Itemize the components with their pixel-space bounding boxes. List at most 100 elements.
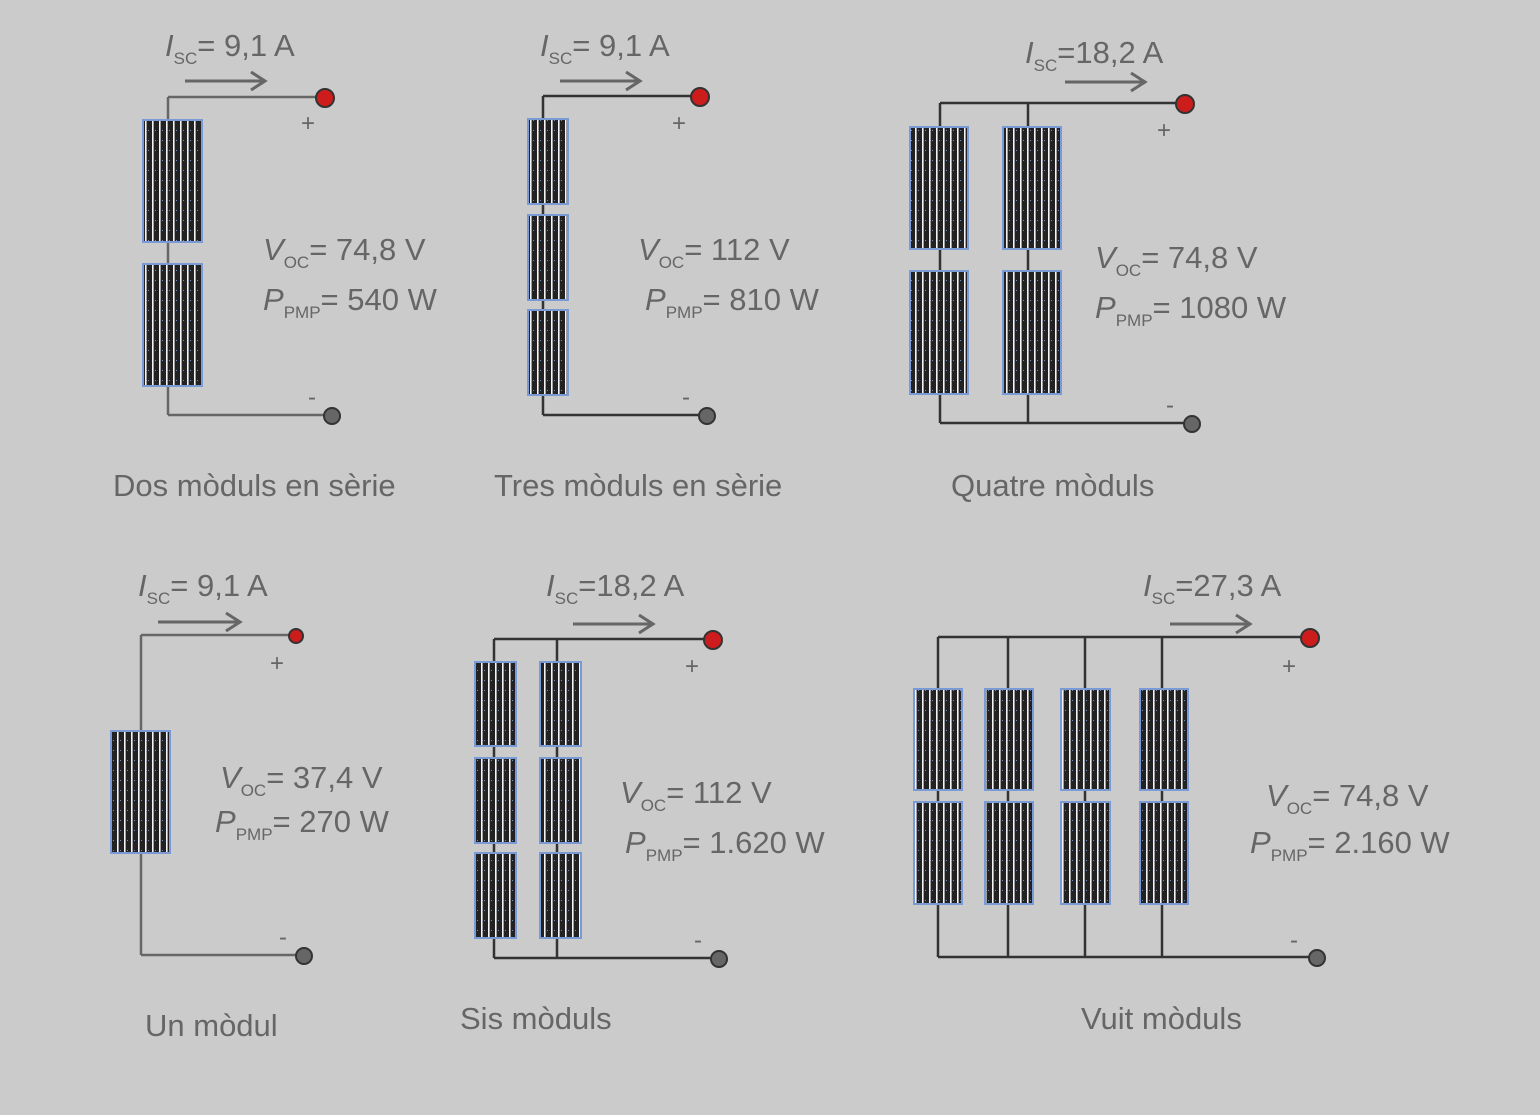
voc-label: VOC= 112 V [620,775,772,815]
positive-terminal [1175,94,1195,114]
positive-terminal [288,628,304,644]
voc-label-subscript: OC [659,253,685,272]
voc-label-value: = 112 V [666,775,772,810]
solar-panel [474,757,517,844]
voc-label-value: = 37,4 V [266,760,383,795]
ppmp-label-value: = 270 W [273,804,390,839]
positive-terminal [690,87,710,107]
ppmp-label-subscript: PMP [236,825,273,844]
isc-label-value: = 9,1 A [170,568,268,603]
ppmp-label: PPMP= 1080 W [1095,290,1287,330]
isc-label-value: =27,3 A [1175,568,1281,603]
voc-label-symbol: V [638,232,662,267]
ppmp-label-symbol: P [625,825,646,860]
isc-label: ISC= 9,1 A [540,28,670,68]
current-arrow-icon [185,70,268,92]
plus-sign: + [685,653,699,680]
solar-panel [527,309,569,396]
current-arrow-icon [158,611,243,633]
ppmp-label-value: = 1080 W [1153,290,1287,325]
ppmp-label: PPMP= 2.160 W [1250,825,1450,865]
isc-label-symbol: I [546,568,555,603]
voc-label-value: = 74,8 V [1141,240,1258,275]
ppmp-label-value: = 810 W [703,282,820,317]
solar-panel [1002,270,1062,395]
solar-panel [1139,801,1189,905]
ppmp-label-symbol: P [1250,825,1271,860]
negative-terminal [1183,415,1201,433]
solar-panel [474,852,517,939]
solar-panel [527,214,569,301]
plus-sign: + [672,110,686,137]
isc-label-subscript: SC [1152,589,1176,608]
diagram-caption: Sis mòduls [460,1001,612,1036]
solar-panel [539,852,582,939]
voc-label-symbol: V [1095,240,1119,275]
solar-panel [913,688,963,791]
isc-label-subscript: SC [1034,56,1058,75]
diagram-caption: Quatre mòduls [951,468,1154,503]
isc-label-subscript: SC [555,589,579,608]
isc-label-symbol: I [138,568,147,603]
isc-label-subscript: SC [174,49,198,68]
current-arrow-icon [1065,71,1148,93]
ppmp-label-subscript: PMP [666,303,703,322]
negative-terminal [710,950,728,968]
ppmp-label-symbol: P [1095,290,1116,325]
isc-label-value: =18,2 A [578,568,684,603]
isc-label-subscript: SC [549,49,573,68]
positive-terminal [703,630,723,650]
isc-label-symbol: I [1143,568,1152,603]
solar-panel [539,661,582,747]
solar-panel [984,801,1034,905]
voc-label-symbol: V [620,775,644,810]
minus-sign: - [1166,392,1174,419]
voc-label-subscript: OC [284,253,310,272]
solar-panel [909,126,969,250]
voc-label-subscript: OC [1287,799,1313,818]
current-arrow-icon [560,70,643,92]
ppmp-label-symbol: P [645,282,666,317]
negative-terminal [295,947,313,965]
isc-label: ISC= 9,1 A [138,568,268,608]
voc-label-value: = 74,8 V [1312,778,1429,813]
solar-panel [1060,688,1111,791]
ppmp-label-subscript: PMP [284,303,321,322]
solar-panel [1139,688,1189,791]
ppmp-label: PPMP= 1.620 W [625,825,825,865]
isc-label-value: = 9,1 A [197,28,295,63]
solar-panel [539,757,582,844]
plus-sign: + [1282,653,1296,680]
voc-label-value: = 74,8 V [309,232,426,267]
ppmp-label-symbol: P [215,804,236,839]
isc-label-symbol: I [540,28,549,63]
current-arrow-icon [1170,613,1253,635]
isc-label-symbol: I [165,28,174,63]
voc-label-symbol: V [263,232,287,267]
ppmp-label-value: = 1.620 W [683,825,826,860]
solar-panel [527,118,569,205]
ppmp-label-subscript: PMP [1116,311,1153,330]
ppmp-label-symbol: P [263,282,284,317]
ppmp-label: PPMP= 810 W [645,282,820,322]
isc-label-value: =18,2 A [1057,35,1163,70]
plus-sign: + [270,650,284,677]
solar-panel [474,661,517,747]
negative-terminal [1308,949,1326,967]
ppmp-label: PPMP= 270 W [215,804,390,844]
voc-label-value: = 112 V [684,232,790,267]
ppmp-label-value: = 540 W [321,282,438,317]
isc-label-value: = 9,1 A [572,28,670,63]
negative-terminal [323,407,341,425]
voc-label: VOC= 74,8 V [263,232,426,272]
voc-label-symbol: V [1266,778,1290,813]
diagram-caption: Tres mòduls en sèrie [494,468,782,503]
isc-label: ISC=18,2 A [546,568,685,608]
solar-panel [142,119,203,243]
